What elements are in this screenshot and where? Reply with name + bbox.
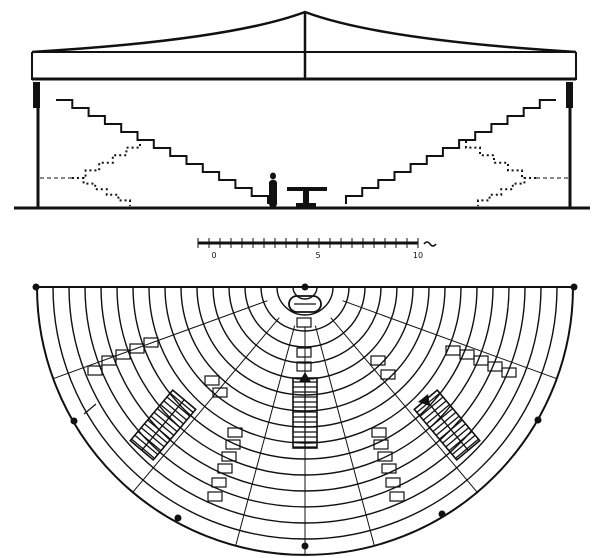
right-lower-tiers-dotted	[465, 140, 536, 206]
seat-block	[370, 355, 386, 366]
seat-block	[296, 361, 312, 372]
lecture-table-icon	[287, 187, 327, 207]
plan-stairways	[129, 372, 481, 462]
seat-block	[217, 463, 233, 474]
seat-block	[143, 337, 159, 348]
column-node-icon	[438, 510, 446, 518]
plan-seat-blocks	[87, 317, 517, 502]
right-wall-cap	[566, 82, 573, 108]
plan-ring	[276, 286, 334, 316]
center-stair-arrow	[299, 372, 311, 382]
column-node-icon	[534, 416, 542, 424]
plan-radial-line	[132, 317, 280, 493]
seat-block	[473, 355, 489, 366]
seat-block	[221, 451, 237, 462]
seat-block	[389, 491, 405, 502]
seat-block	[371, 427, 387, 438]
right-seating-tiers	[345, 99, 556, 204]
scale-label-0: 0	[211, 251, 216, 260]
plan-ring	[292, 286, 318, 300]
plan-radial-line	[330, 317, 478, 493]
left-wall-cap	[33, 82, 40, 108]
seat-block	[377, 451, 393, 462]
scale-bar-ticks	[197, 238, 419, 248]
left-lower-tiers-dotted	[72, 140, 141, 206]
seat-block	[381, 463, 397, 474]
seat-block	[227, 427, 243, 438]
seat-block	[225, 439, 241, 450]
plan-central-table	[288, 295, 322, 313]
seat-block	[385, 477, 401, 488]
seat-block	[204, 375, 220, 386]
section-view	[14, 10, 590, 210]
seat-block	[380, 369, 396, 380]
seat-block	[101, 355, 117, 366]
seat-block	[296, 317, 312, 328]
seat-block	[501, 367, 517, 378]
plan-radial-line	[52, 300, 268, 380]
seat-block	[373, 439, 389, 450]
center-stairway	[292, 377, 318, 449]
standing-person-icon	[269, 172, 277, 207]
column-node-icon	[174, 514, 182, 522]
right-stairway	[413, 388, 481, 462]
column-node-icon	[301, 542, 309, 550]
scale-label-10: 10	[413, 251, 423, 260]
right-stair-arrow	[418, 394, 430, 406]
left-stairway	[129, 388, 197, 462]
stair-rail	[425, 399, 469, 451]
plan-column-nodes	[32, 283, 578, 550]
stair-rail	[141, 399, 185, 451]
column-node-icon	[70, 417, 78, 425]
plan-radial-line	[235, 325, 296, 546]
left-seating-tiers	[56, 99, 269, 204]
seat-block	[87, 365, 103, 376]
column-node-icon	[32, 283, 40, 291]
seat-block	[115, 349, 131, 360]
column-node-icon	[570, 283, 578, 291]
seat-block	[211, 477, 227, 488]
scale-bar: 0 5 10	[197, 238, 437, 260]
seat-block	[487, 361, 503, 372]
plan-radial-line	[314, 325, 375, 546]
scale-label-5: 5	[315, 251, 320, 260]
seat-block	[207, 491, 223, 502]
plan-radial-line	[342, 300, 558, 380]
seat-block	[296, 347, 312, 358]
pointer-tick	[83, 403, 97, 415]
plan-view	[32, 283, 578, 556]
seat-block	[212, 387, 228, 398]
seat-block	[459, 349, 475, 360]
column-node-icon	[301, 283, 309, 291]
seat-block	[129, 343, 145, 354]
scale-bar-break	[423, 241, 437, 247]
